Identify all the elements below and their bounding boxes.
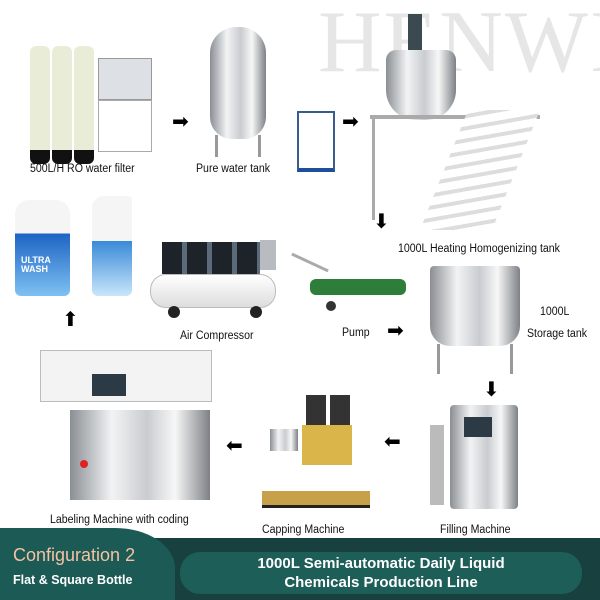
capping-label: Capping Machine (262, 524, 345, 536)
filling-label: Filling Machine (440, 524, 511, 536)
title-line-1: 1000L Semi-automatic Daily Liquid (257, 555, 505, 572)
arrow-right-icon: ➡ (387, 320, 404, 342)
storage-tank-image (430, 266, 520, 346)
homogenizing-label: 1000L Heating Homogenizing tank (398, 243, 560, 255)
ro-water-filter-image (30, 38, 152, 164)
detergent-bottle-image: ULTRA WASH (15, 200, 70, 296)
arrow-down-icon: ⬇ (483, 379, 500, 401)
bottle-type-label: Flat & Square Bottle (13, 573, 133, 587)
bottle-brand: ULTRA WASH (21, 255, 51, 274)
pure-tank-label: Pure water tank (196, 163, 271, 175)
watermark-logo: HENWI (318, 0, 600, 91)
ro-filter-label: 500L/H RO water filter (30, 163, 135, 175)
capping-machine-image (262, 395, 372, 510)
title-line-2: Chemicals Production Line (284, 574, 478, 591)
arrow-right-icon: ➡ (172, 111, 189, 133)
arrow-up-icon: ⬆ (62, 309, 79, 331)
pump-image (290, 252, 410, 315)
configuration-label: Configuration 2 (13, 545, 136, 565)
production-line-title: 1000L Semi-automatic Daily Liquid Chemic… (180, 552, 582, 594)
air-compressor-image (150, 238, 280, 320)
transfer-pump-unit-image (297, 111, 335, 172)
stairs-image (420, 110, 540, 230)
arrow-right-icon: ➡ (342, 111, 359, 133)
pump-label: Pump (342, 327, 370, 339)
arrow-left-icon: ⬅ (226, 435, 243, 457)
storage-volume-label: 1000L (540, 306, 570, 318)
pure-water-tank-image (210, 27, 266, 139)
homogenizing-tank-image (386, 50, 456, 120)
configuration-tab (0, 528, 175, 600)
labeling-label: Labeling Machine with coding (50, 514, 189, 526)
toilet-cleaner-bottle-image (92, 196, 132, 296)
air-compressor-label: Air Compressor (180, 330, 254, 342)
arrow-left-icon: ⬅ (384, 431, 401, 453)
labeling-machine-image (40, 340, 215, 505)
storage-tank-label: Storage tank (527, 328, 588, 340)
filling-machine-image (430, 405, 520, 513)
arrow-down-icon: ⬇ (373, 211, 390, 233)
